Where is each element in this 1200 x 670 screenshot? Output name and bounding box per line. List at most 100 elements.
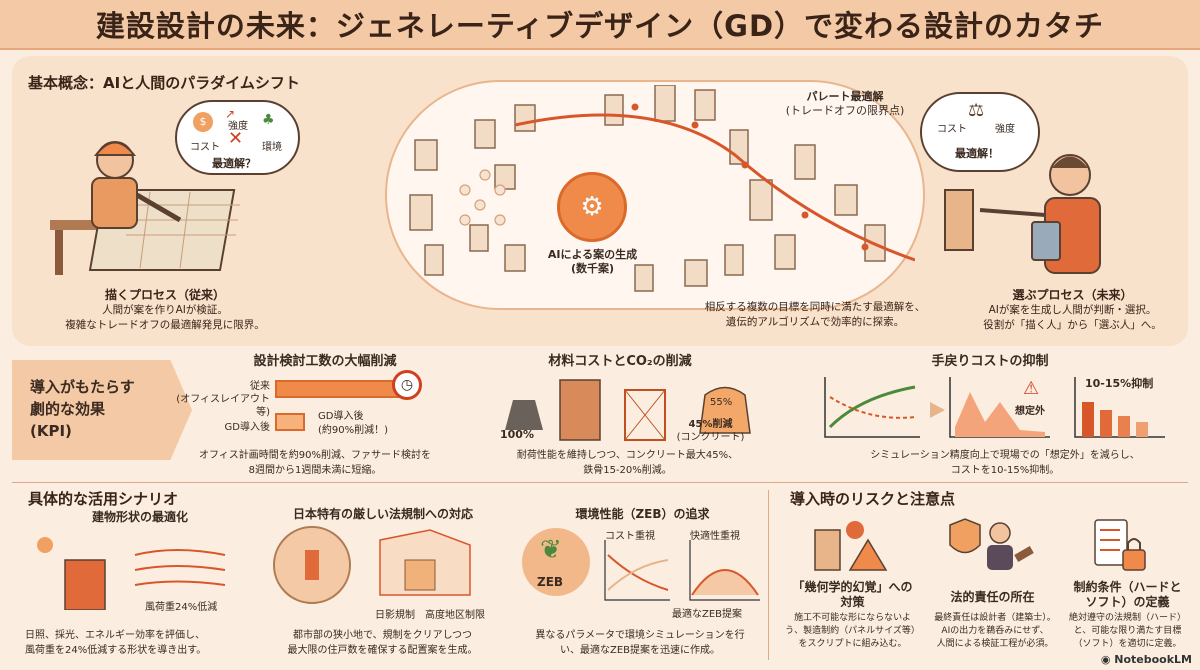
page-title: 建設設計の未来：ジェネレーティブデザイン（GD）で変わる設計のカタチ [95,9,1105,43]
ai-label-line-1: AIによる案の生成 [547,248,638,261]
scenario3-desc-line: い、最適なZEB提案を迅速に作成。 [559,645,721,656]
bubble-question: 最適解？ [212,157,256,170]
logo-icon: ◉ [1100,653,1115,666]
leaf-icon: ❦ [540,535,562,565]
scenario1-desc-line: 風荷重を24%低減する形状を導き出す。 [25,645,207,656]
risk1-title: 「幾何学的幻覚」への 対策 [790,580,915,610]
kpi-tag: 導入がもたらす 劇的な効果 (KPI) [12,360,192,460]
kpi1-desc-line: 8週間から1週間未満に短縮。 [248,465,382,476]
zeb-comfort-focus: 快適性重視 [690,531,740,542]
risk3-title-line: ソフト）の定義 [1085,595,1170,609]
pareto-label: パレート最適解 (トレードオフの限界点) [770,90,920,118]
scenario3-desc-line: 異なるパラメータで環境シミュレーションを行 [535,630,745,641]
risk2-desc: 最終責任は設計者（建築士）。 AIの出力を鵜呑みにせず、 人間による検証工程が必… [925,612,1065,651]
kpi2-desc-line: 鉄骨15-20%削減。 [583,465,672,476]
risk3-title-line: 制約条件（ハードと [1073,580,1182,594]
pareto-title: パレート最適解 [806,90,884,103]
scale-icon: ⚖ [968,100,985,121]
kpi1-desc-line: オフィス計画時間を約90%削減、ファサード検討を [198,450,432,461]
kpi3-desc-line: コストを10-15%抑制。 [950,465,1060,476]
kpi-tag-line: 劇的な効果 [30,400,106,418]
kpi3-desc: シミュレーション精度向上で現場での「想定外」を減らし、 コストを10-15%抑制… [845,448,1165,478]
zeb-best: 最適なZEB提案 [672,609,743,620]
kpi1-row1-label-1: 従来 [250,381,270,392]
kpi2-desc: 耐荷性能を維持しつつ、コンクリート最大45%、 鉄骨15-20%削減。 [495,448,760,478]
center-caption: 相反する複数の目標を同時に満たす最適解を、 遺伝的アルゴリズムで効率的に探索。 [680,300,950,330]
rework-charts [824,377,1165,438]
scenario2-label-b: 高度地区制限 [425,610,485,621]
kpi1-before-bar [275,380,405,398]
scenario3-desc: 異なるパラメータで環境シミュレーションを行 い、最適なZEB提案を迅速に作成。 [515,628,765,658]
legal-risk-icon [949,518,1034,570]
kpi1-row1-label-2: (オフィスレイアウト等) [176,394,270,418]
risk1-desc-line: 施工不可能な形にならないよ [794,613,911,623]
kpi1-row1-label: 従来 (オフィスレイアウト等) [175,380,270,419]
kpi2-desc-line: 耐荷性能を維持しつつ、コンクリート最大45%、 [516,450,739,461]
logo-text: NotebookLM [1114,653,1192,666]
scenario2-label-a: 日影規制 [375,610,415,621]
kpi2-reduction-2: (コンクリート) [676,432,745,443]
left-caption: 描くプロセス（従来） 人間が案を作りAIが検証。 複雑なトレードオフの最適解発見… [40,288,290,333]
scenario3-title: 環境性能（ZEB）の追求 [575,507,710,521]
tree-icon: ♣ [262,112,275,128]
wind-building-illustration [37,537,226,610]
chart-icon: ↗ [225,107,236,121]
zeb-cost-focus: コスト重視 [605,531,655,542]
drafter-illustration [50,141,240,275]
pareto-subtitle: (トレードオフの限界点) [785,104,905,117]
column-divider [768,490,769,660]
risk1-title-line: 「幾何学的幻覚」への [792,580,913,594]
right-caption: 選ぶプロセス（未来） AIが案を生成し人間が判断・選択。 役割が「描く人」から「… [960,288,1185,333]
kpi1-after-bar [275,413,305,431]
ai-brain-icon: ⚙ [557,172,627,242]
regulation-illustration [273,526,471,604]
right-caption-title: 選ぶプロセス（未来） [1012,288,1133,302]
kpi1-row2-label: GD導入後 [224,422,270,433]
cross-icon: ✕ [228,128,244,149]
scenario2-desc: 都市部の狭小地で、規制をクリアしつつ 最大限の住戸数を確保する配置案を生成。 [265,628,500,658]
kpi3-unexpected: 想定外 [1015,406,1045,417]
risk1-title-line: 対策 [840,595,865,609]
scenario1-desc: 日照、採光、エネルギー効率を評価し、 風荷重を24%低減する形状を導き出す。 [25,628,255,658]
coin-icon: $ [193,112,213,132]
center-caption-line: 相反する複数の目標を同時に満たす最適解を、 [704,301,926,313]
clock-icon: ◷ [392,370,422,400]
kpi-tag-line: (KPI) [30,422,72,440]
scenario2-desc-line: 都市部の狭小地で、規制をクリアしつつ [293,630,472,641]
kpi3-title: 手戻りコストの抑制 [931,354,1049,369]
geometry-risk-icon [814,521,888,571]
generated-designs-illustration [409,85,915,292]
kpi1-after-note-1: GD導入後 [318,411,364,422]
kpi1-title: 設計検討工数の大幅削減 [253,354,397,369]
risk1-desc-line: う、製造制約（パネルサイズ等） [785,626,920,636]
risk2-desc-line: AIの出力を鵜呑みにせず、 [941,626,1049,636]
risk3-desc: 絶対遵守の法規制（ハード） と、可能な限り満たす目標 （ソフト）を適切に定義。 [1060,612,1195,651]
risk2-desc-line: 最終責任は設計者（建築士）。 [934,613,1056,623]
left-caption-line: 人間が案を作りAIが検証。 [102,304,228,316]
title-bar: 建設設計の未来：ジェネレーティブデザイン（GD）で変わる設計のカタチ [0,0,1200,50]
scenario2-title: 日本特有の厳しい法規制への対応 [292,507,473,521]
selector-illustration [944,154,1101,274]
risk2-desc-line: 人間による検証工程が必須。 [936,639,1054,649]
kpi-tag-line: 導入がもたらす [30,378,135,396]
materials-illustration [505,379,751,441]
center-caption-line: 遺伝的アルゴリズムで効率的に探索。 [725,316,905,328]
risk3-desc-line: と、可能な限り満たす目標 [1073,626,1182,636]
kpi3-desc-line: シミュレーション精度向上で現場での「想定外」を減らし、 [870,450,1140,461]
right-thought-bubble [920,92,1040,172]
ai-label-line-2: (数千案) [570,262,615,275]
right-caption-line: 役割が「描く人」から「選ぶ人」へ。 [983,319,1162,331]
row-divider [12,482,1188,483]
risk1-desc-line: をスクリプトに組み込む。 [798,639,907,649]
scenario1-desc-line: 日照、採光、エネルギー効率を評価し、 [25,630,205,641]
kpi2-reduction-1: 45%削減 [688,419,733,430]
zeb-charts [604,540,760,601]
left-caption-line: 複雑なトレードオフの最適解発見に限界。 [65,319,265,331]
kpi1-desc: オフィス計画時間を約90%削減、ファサード検討を 8週間から1週間未満に短縮。 [180,448,450,478]
scenario1-note: 風荷重24%低減 [145,602,218,613]
checklist-lock-icon [1094,519,1146,571]
right-bubble-strength: 強度 [995,124,1015,135]
risk2-title: 法的責任の所在 [950,590,1035,604]
warning-icon: ⚠ [1023,378,1040,399]
right-bubble-answer: 最適解！ [955,147,999,160]
